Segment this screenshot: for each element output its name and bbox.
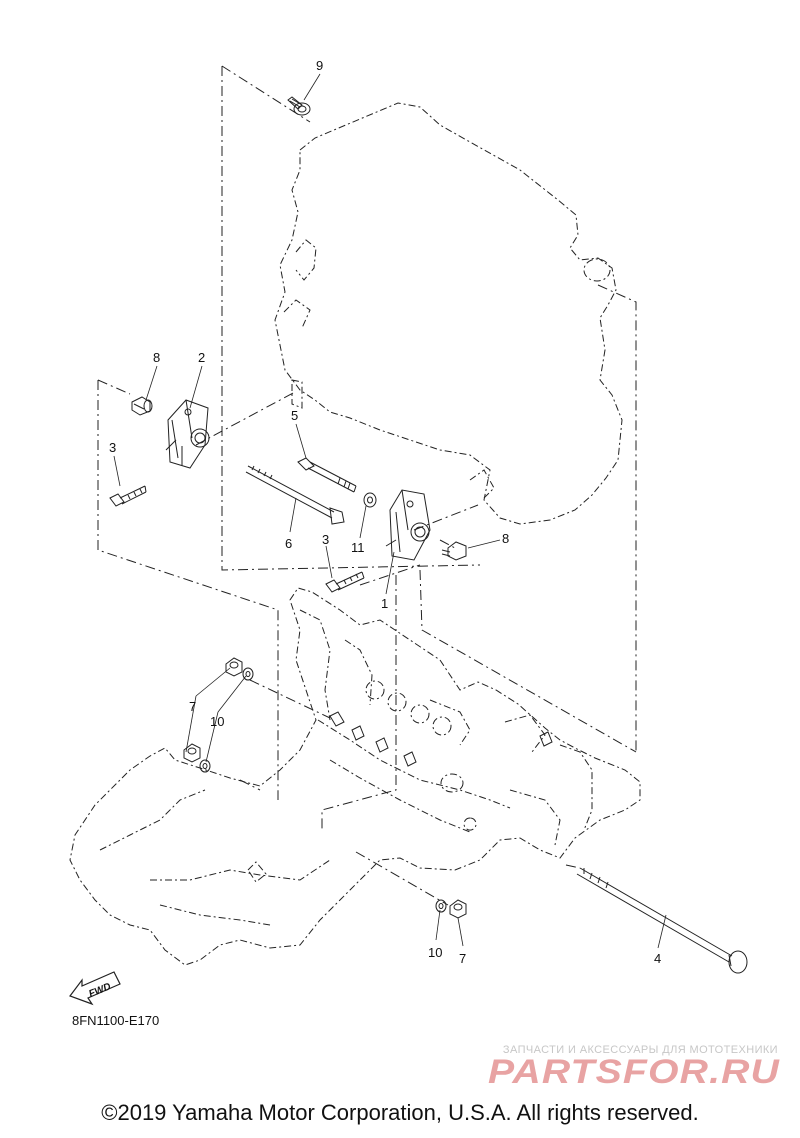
frame-outline: [69, 587, 641, 966]
callout-3b: 3: [322, 532, 329, 547]
watermark-tagline: ЗАПЧАСТИ И АКСЕССУАРЫ ДЛЯ МОТОТЕХНИКИ: [502, 1044, 778, 1056]
callout-5: 5: [291, 408, 298, 423]
callout-9: 9: [316, 58, 323, 73]
leader-lines: [113, 73, 667, 949]
nut-7a-icon: [225, 657, 243, 677]
callout-8b: 8: [502, 531, 509, 546]
callout-4: 4: [654, 951, 661, 966]
callout-2: 2: [198, 350, 205, 365]
frame-studs: [329, 711, 553, 767]
watermark-logo: PARTSFOR.RU: [488, 1053, 781, 1089]
engine-outline: [274, 102, 623, 525]
washer-10b-icon: [199, 759, 211, 773]
engine-mount-2-icon: [165, 399, 210, 469]
bolt-9-icon: [287, 96, 311, 116]
callout-10b: 10: [428, 945, 442, 960]
callout-11: 11: [351, 540, 365, 555]
callout-7a: 7: [189, 699, 196, 714]
callout-7b: 7: [459, 951, 466, 966]
callout-10a: 10: [210, 714, 224, 729]
nut-8a-icon: [131, 396, 153, 416]
nut-7b-icon: [183, 743, 201, 763]
assembly-lines: [97, 65, 637, 906]
callout-1: 1: [381, 596, 388, 611]
nut-8b-icon: [441, 541, 467, 561]
bolt-6-icon: [245, 465, 345, 525]
watermark-brand: PARTSFOR.RU: [488, 1053, 781, 1089]
washer-10c-icon: [435, 899, 447, 913]
copyright-notice: ©2019 Yamaha Motor Corporation, U.S.A. A…: [101, 1100, 699, 1125]
callout-8a: 8: [153, 350, 160, 365]
through-bolt-4-icon: [576, 867, 748, 974]
engine-mount-1-icon: [385, 489, 431, 561]
forward-arrow-icon: FWD: [69, 971, 121, 1006]
callout-3a: 3: [109, 440, 116, 455]
washer-11-icon: [363, 492, 377, 508]
diagram-code: 8FN1100-E170: [72, 1013, 160, 1028]
bolt-3b-icon: [325, 571, 365, 593]
bolt-5-icon: [297, 457, 357, 493]
washer-10a-icon: [242, 667, 254, 681]
bolt-3a-icon: [109, 485, 147, 507]
nut-7c-icon: [449, 899, 467, 919]
callout-6: 6: [285, 536, 292, 551]
